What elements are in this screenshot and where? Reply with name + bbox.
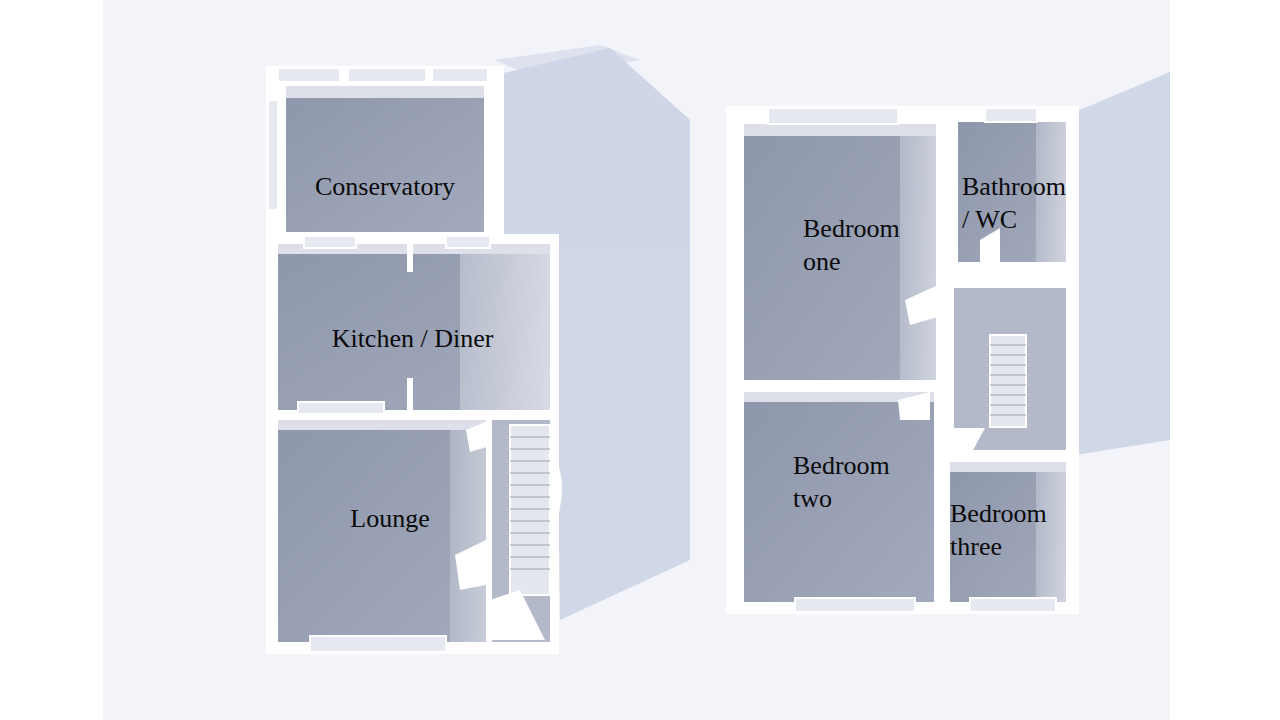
room: Bedroom three <box>940 455 1075 610</box>
cast-shadows <box>495 45 1170 620</box>
room: Bathroom / WC <box>950 110 1075 268</box>
room: Conservatory <box>270 70 500 238</box>
room: Kitchen / Diner <box>270 238 555 415</box>
room-label: Bathroom / WC <box>962 171 1074 236</box>
room-label: Bedroom one <box>803 213 923 278</box>
room-label: Lounge <box>290 503 490 536</box>
room-label: Kitchen / Diner <box>270 323 555 356</box>
room: Lounge <box>270 415 555 650</box>
room-label: Conservatory <box>270 171 500 204</box>
room: Bedroom one <box>730 110 945 385</box>
backdrop <box>103 0 1170 720</box>
first-floor <box>726 106 1079 614</box>
room: Bedroom two <box>730 385 940 610</box>
room-label: Bedroom two <box>793 450 913 515</box>
room-label: Bedroom three <box>950 498 1072 563</box>
ground-floor <box>266 66 561 654</box>
